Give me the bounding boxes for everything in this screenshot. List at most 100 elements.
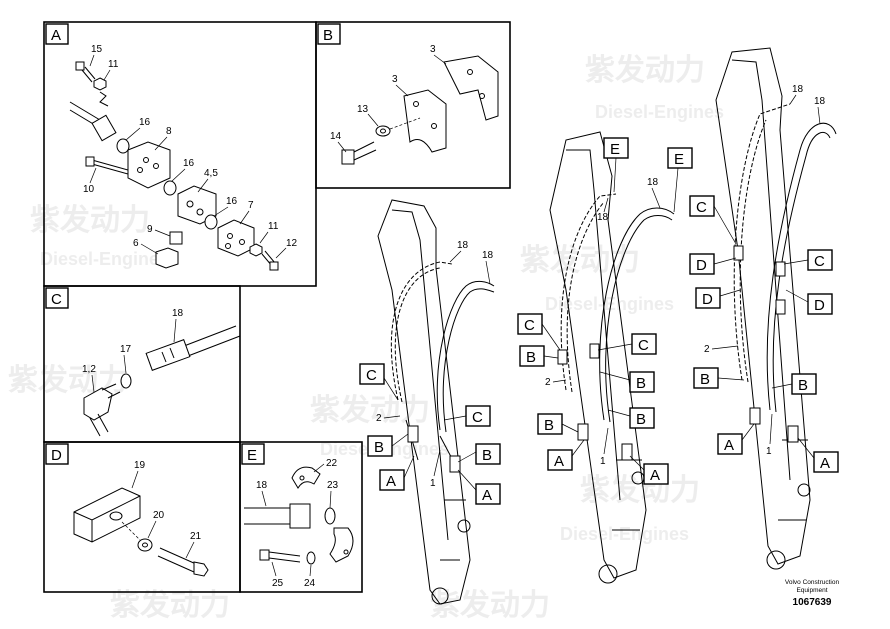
callout-b-label: B [636, 375, 646, 392]
watermark-brand: 紫发动力 [8, 364, 128, 397]
part-number-1: 1 [600, 456, 606, 467]
callout-b-label: B [374, 439, 384, 456]
clamp [749, 407, 761, 425]
panel-d: D 19 20 21 [43, 441, 241, 593]
washer-20 [137, 538, 153, 552]
clamp [775, 261, 786, 277]
watermark-sub: Diesel-Engines [560, 524, 689, 544]
part-number-2: 2 [376, 413, 382, 424]
split-flange-22 [329, 527, 354, 563]
part-number-17: 17 [120, 344, 132, 355]
watermark-brand: 紫发动力 [580, 474, 700, 507]
hose-fitting [91, 114, 117, 142]
clamp [733, 245, 744, 261]
split-flange-22 [291, 466, 321, 489]
bolt-14 [341, 141, 377, 165]
watermark-brand: 紫发动力 [520, 244, 640, 277]
bolt-10 [85, 156, 129, 175]
callout-d [807, 293, 833, 315]
part-number-23: 23 [327, 480, 339, 491]
watermark-brand: 紫发动力 [585, 54, 705, 87]
washer-13 [375, 125, 391, 137]
bolt-15 [75, 61, 96, 83]
clamp [621, 443, 633, 461]
part-number-18: 18 [482, 250, 494, 261]
callout-c-label: C [366, 367, 377, 384]
o-ring-16 [163, 180, 177, 196]
panel-c-label-box [45, 287, 69, 309]
part-number-18: 18 [172, 308, 184, 319]
part-number-18: 18 [256, 480, 268, 491]
callout-e-label: E [610, 141, 620, 158]
callout-e [667, 147, 693, 169]
part-number-20: 20 [153, 510, 165, 521]
boom-assembly-3 [715, 47, 837, 570]
part-number-16: 16 [183, 158, 195, 169]
part-number-16: 16 [139, 117, 151, 128]
part-number-13: 13 [357, 104, 369, 115]
clamp [577, 423, 589, 441]
clamp-8 [127, 141, 171, 189]
part-number-2: 2 [545, 377, 551, 388]
callout-b-label: B [636, 411, 646, 428]
part-number-4-5: 4,5 [204, 168, 218, 179]
panel-e-label-box [241, 443, 265, 465]
panel-a-label: A [51, 27, 61, 44]
watermark-sub: Diesel-Engines [40, 249, 169, 269]
hose-end-18 [289, 503, 311, 529]
part-number-1-2: 1,2 [82, 364, 96, 375]
document-number: 1067639 [793, 597, 832, 608]
part-number-12: 12 [286, 238, 298, 249]
panel-c-label: C [51, 291, 62, 308]
callout-c-label: C [638, 337, 649, 354]
part-number-8: 8 [166, 126, 172, 137]
panel-a-label-box [45, 23, 69, 45]
nut-11 [93, 77, 107, 91]
clamp-half-3 [403, 89, 447, 153]
watermark-brand: 紫发动力 [310, 394, 430, 427]
callout-a-label: A [724, 437, 734, 454]
part-number-9: 9 [147, 224, 153, 235]
callout-b-label: B [700, 371, 710, 388]
watermark-sub: Diesel-Engines [595, 102, 724, 122]
callout-a [717, 433, 743, 455]
footer-company: Volvo Construction [785, 579, 840, 586]
clamp [775, 299, 786, 315]
bolt-25 [259, 549, 301, 563]
callout-c-label: C [696, 199, 707, 216]
clamp [557, 349, 568, 365]
elbow-fitting-1-2 [83, 387, 113, 421]
washer-24 [306, 551, 316, 565]
part-number-19: 19 [134, 460, 146, 471]
part-number-14: 14 [330, 131, 342, 142]
part-number-25: 25 [272, 578, 284, 589]
panel-a: A 15 11 16 8 10 [43, 21, 317, 287]
clamp [407, 425, 419, 443]
callout-a-label: A [650, 467, 660, 484]
callout-b-label: B [544, 417, 554, 434]
footer: Volvo Construction Equipment 1067639 [785, 579, 840, 608]
boom-assembly-2 [549, 131, 675, 584]
part-number-3: 3 [430, 44, 436, 55]
fitting-6 [155, 247, 179, 269]
fitting-block-4-5 [177, 185, 217, 225]
part-number-24: 24 [304, 578, 316, 589]
watermark-brand: 紫发动力 [110, 589, 230, 622]
clamp [787, 425, 799, 443]
callout-a [547, 449, 573, 471]
boom-assembly-1 [377, 199, 495, 605]
watermark-brand: 紫发动力 [430, 589, 550, 622]
hose-end-18 [145, 339, 191, 371]
callout-a [643, 463, 669, 485]
callout-e-label: E [674, 151, 684, 168]
part-number-18: 18 [647, 177, 659, 188]
callout-b-label: B [482, 447, 492, 464]
callout-c-label: C [814, 253, 825, 270]
part-number-10: 10 [83, 184, 95, 195]
panel-b-label-box [317, 23, 341, 45]
panel-e: E 18 23 22 25 24 [239, 441, 363, 593]
clamp [449, 455, 461, 473]
callout-d [695, 287, 721, 309]
callout-b-label: B [526, 349, 536, 366]
